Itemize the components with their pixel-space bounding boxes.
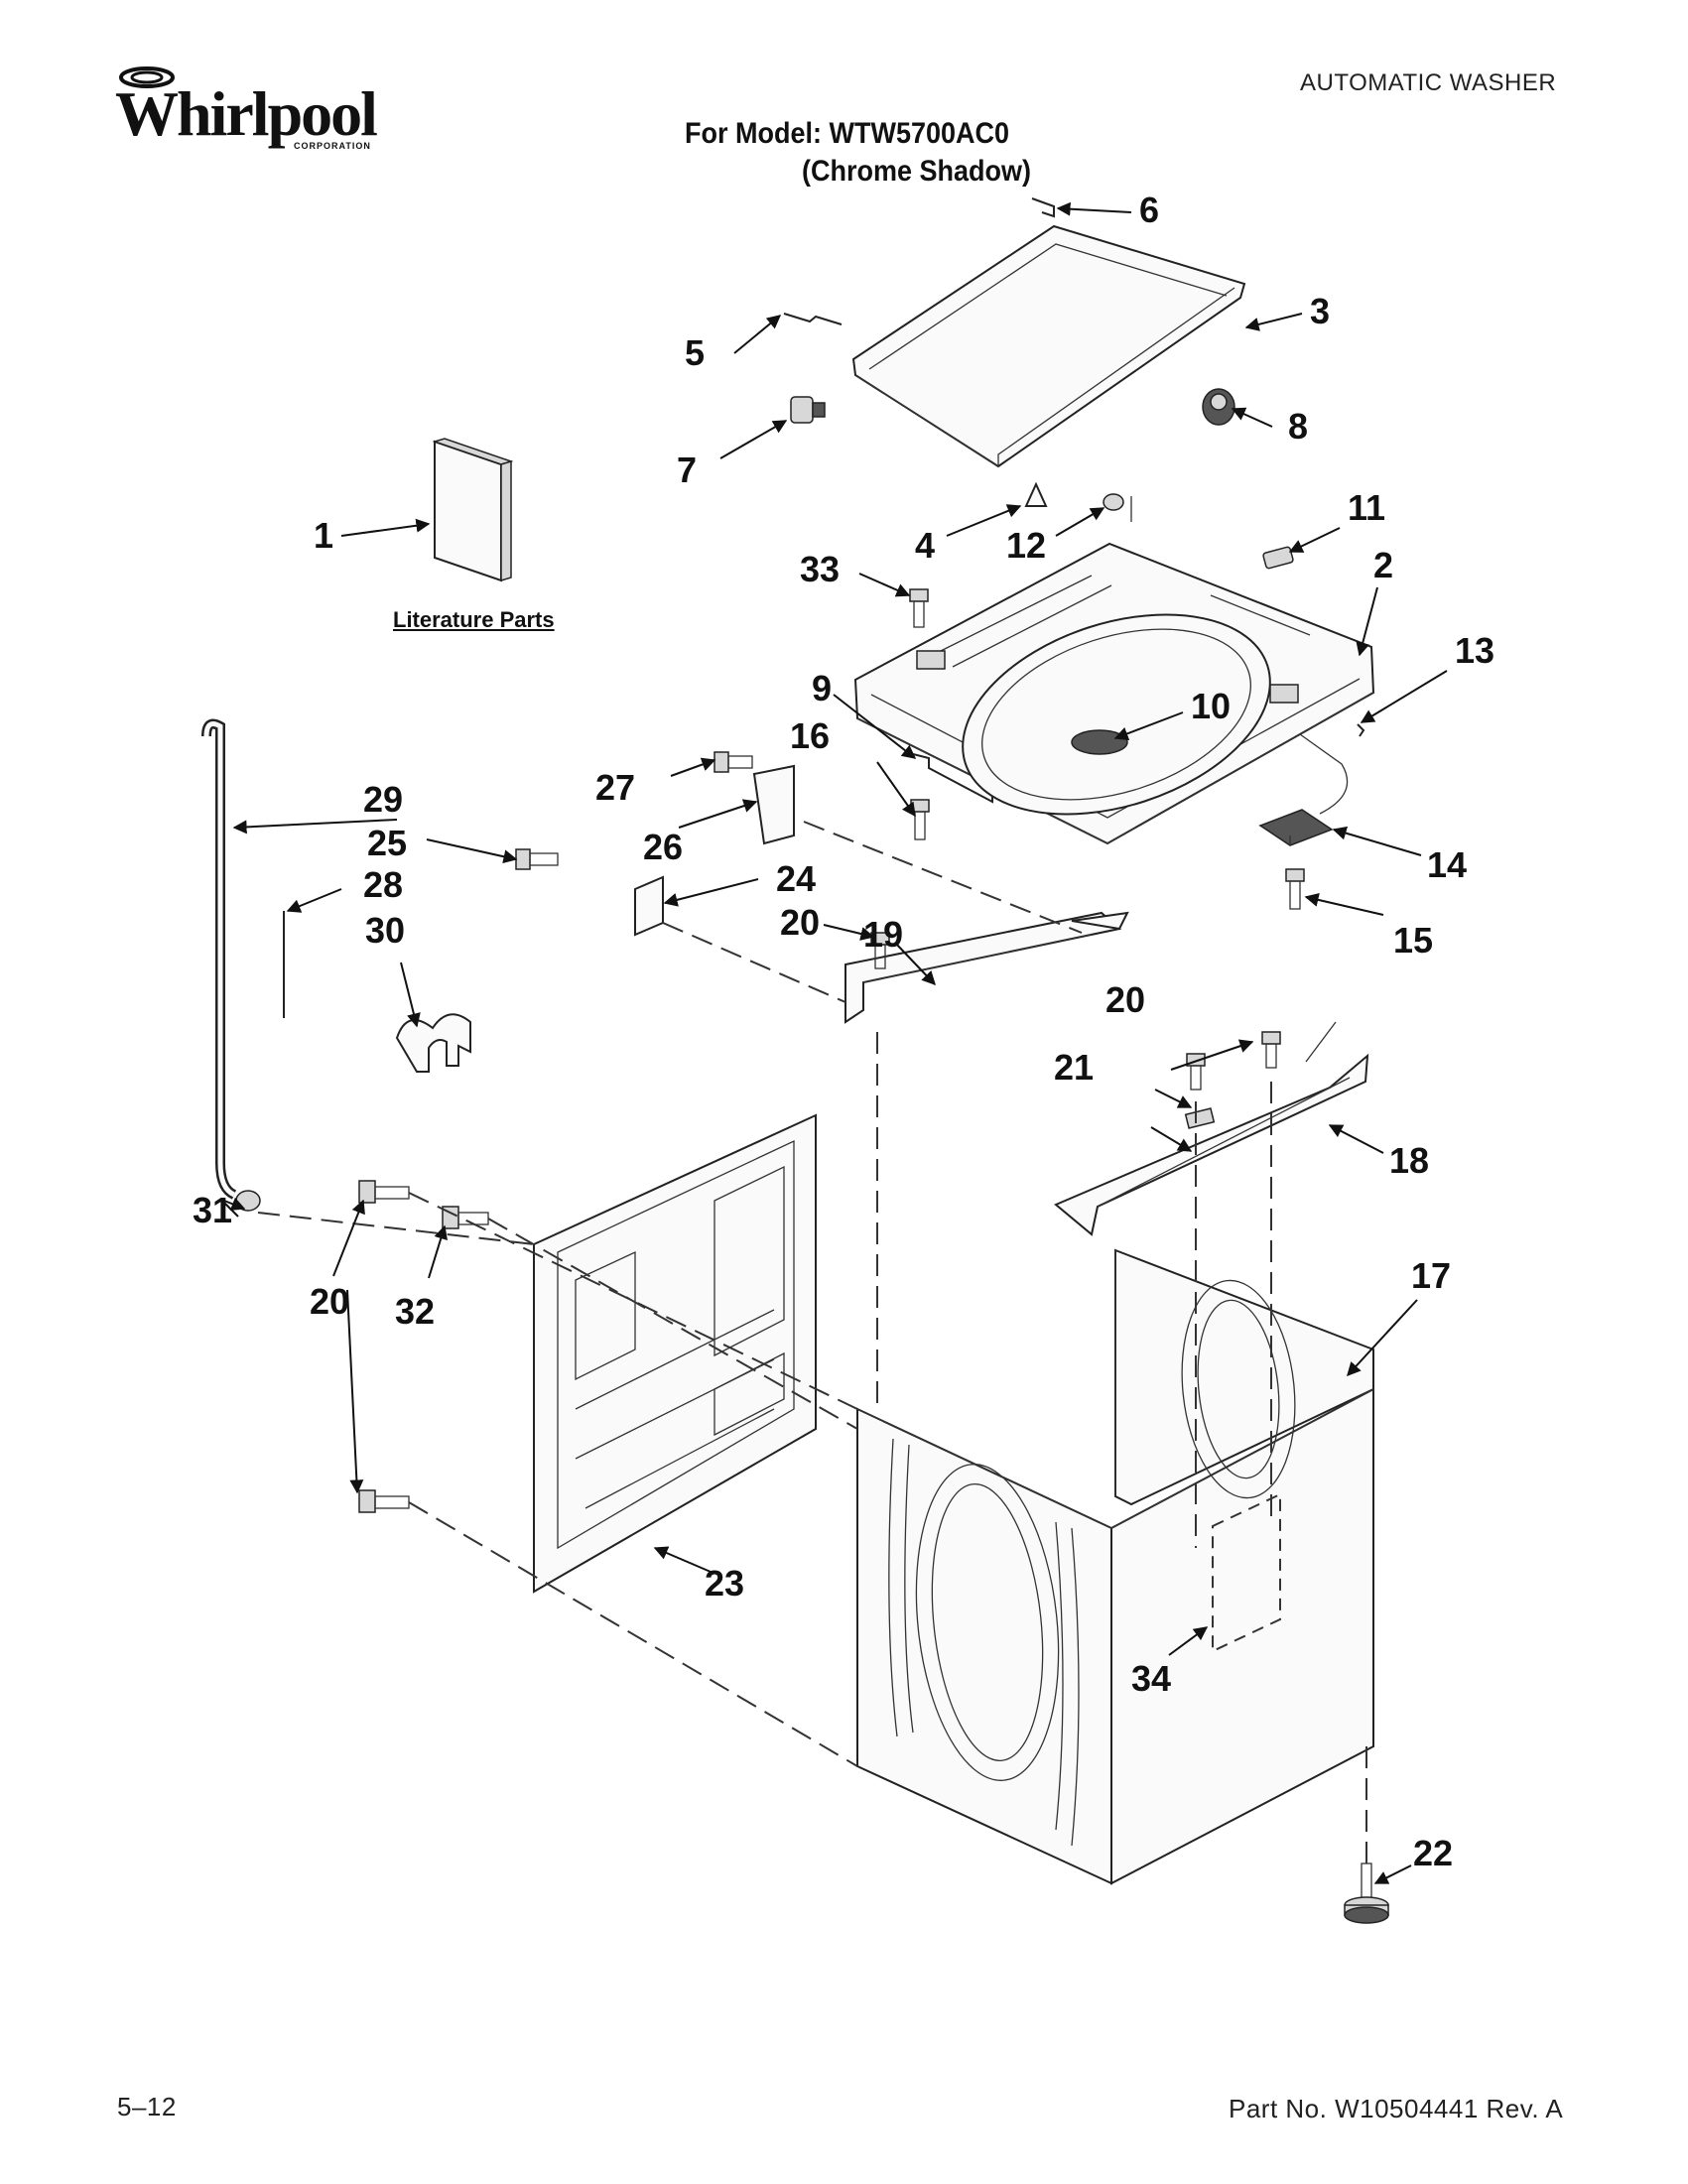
wiring-diagram-outline <box>1212 1492 1281 1653</box>
callout-24: 24 <box>776 858 817 899</box>
callout-8: 8 <box>1288 406 1309 447</box>
clip-screw <box>910 799 930 840</box>
lid-bumper-small <box>1024 481 1048 507</box>
literature-parts-label: Literature Parts <box>393 607 555 632</box>
callout-17: 17 <box>1411 1255 1452 1296</box>
rear-panel-screw-lower <box>358 1489 410 1513</box>
part-number: Part No. W10504441 Rev. A <box>1229 2094 1564 2123</box>
product-category: AUTOMATIC WASHER <box>1300 69 1557 96</box>
callout-21: 21 <box>1054 1047 1095 1088</box>
callout-19: 19 <box>863 914 904 955</box>
callout-27: 27 <box>595 767 636 808</box>
rear-panel-bracket <box>634 875 664 937</box>
callout-20-channel: 20 <box>780 902 821 943</box>
bracket-screw-rear <box>515 848 559 870</box>
rear-channel-screw-right <box>1261 1031 1281 1069</box>
bleach-dispenser <box>1071 729 1128 755</box>
callout-14: 14 <box>1427 844 1468 885</box>
model-title: For Model: WTW5700AC0 <box>685 117 1010 150</box>
bracket-screw-upper <box>714 751 753 773</box>
callout-34: 34 <box>1131 1658 1172 1699</box>
callout-6: 6 <box>1139 190 1160 230</box>
callout-18: 18 <box>1389 1140 1430 1181</box>
washer-lid <box>851 224 1246 468</box>
panel-clip <box>1357 723 1365 737</box>
callout-3: 3 <box>1310 291 1331 331</box>
callout-33: 33 <box>800 549 841 589</box>
callout-2: 2 <box>1373 545 1394 585</box>
lid-switch-cover <box>1262 546 1294 570</box>
front-channel <box>844 911 1129 1024</box>
switch-screw <box>1285 868 1305 910</box>
lid-hinge-front <box>783 313 843 325</box>
rear-channel <box>1054 1021 1369 1236</box>
date-code: 5–12 <box>117 2092 177 2121</box>
callout-7: 7 <box>677 450 698 490</box>
rear-panel <box>533 1113 817 1594</box>
callout-11: 11 <box>1348 487 1386 528</box>
lid-switch <box>1258 733 1349 846</box>
callout-25: 25 <box>367 823 408 863</box>
cabinet-bracket <box>752 764 795 845</box>
assembly-lines <box>257 821 1367 1863</box>
callout-22: 22 <box>1413 1833 1454 1873</box>
callout-15: 15 <box>1393 920 1434 961</box>
brand-name: Whirlpool <box>115 78 378 149</box>
lid-latch <box>1202 388 1235 426</box>
callout-12: 12 <box>1006 525 1047 566</box>
callout-9: 9 <box>812 668 833 708</box>
whirlpool-logo: Whirlpool CORPORATION <box>107 58 385 157</box>
callout-32: 32 <box>395 1291 436 1332</box>
callout-20-left: 20 <box>310 1281 350 1322</box>
hose-screw <box>442 1206 489 1229</box>
lid-hinge-rear <box>1031 197 1055 218</box>
lid-bumper <box>790 396 826 424</box>
channel-clip <box>1184 1107 1216 1129</box>
callout-leaders <box>223 201 1448 1884</box>
callout-1: 1 <box>314 515 334 556</box>
top-grommet <box>1103 493 1124 511</box>
top-screw <box>909 588 929 628</box>
washer-cabinet <box>856 1248 1374 1885</box>
leveling-leg <box>1344 1863 1389 1924</box>
callout-23: 23 <box>705 1563 745 1604</box>
hinge-clip <box>912 753 993 804</box>
callout-30: 30 <box>365 910 406 951</box>
brand-subtitle: CORPORATION <box>294 141 371 151</box>
channel-screw <box>870 932 890 969</box>
callout-28: 28 <box>363 864 404 905</box>
model-variant: (Chrome Shadow) <box>802 155 1032 188</box>
callout-31: 31 <box>193 1190 233 1230</box>
callout-26: 26 <box>643 827 684 867</box>
callout-20-rear: 20 <box>1105 979 1146 1020</box>
rear-panel-screw-upper <box>358 1180 410 1204</box>
callout-5: 5 <box>685 332 706 373</box>
whirlpool-swirl-icon <box>119 66 175 88</box>
callout-4: 4 <box>915 525 936 566</box>
callout-10: 10 <box>1191 686 1232 726</box>
callout-29: 29 <box>363 779 404 820</box>
callout-13: 13 <box>1455 630 1495 671</box>
drain-hose-form <box>395 1013 471 1073</box>
literature-booklet <box>432 438 514 582</box>
callout-16: 16 <box>790 715 831 756</box>
washer-top-panel <box>853 542 1375 845</box>
